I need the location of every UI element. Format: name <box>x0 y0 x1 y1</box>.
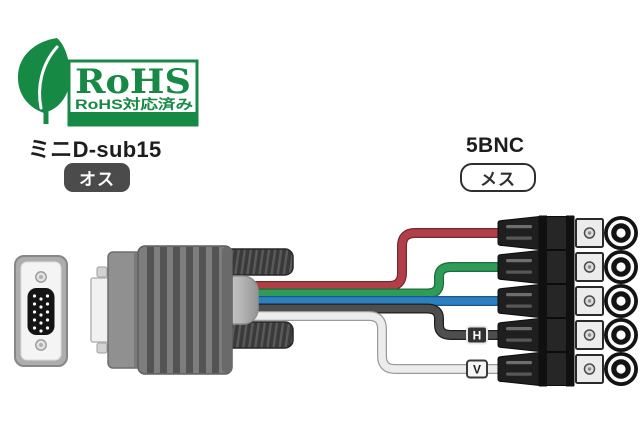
cable-splitter <box>212 248 294 349</box>
wire-red <box>252 229 506 290</box>
vga-plug-side <box>90 245 233 375</box>
dsub-shell <box>90 277 111 343</box>
bnc-connector-h <box>496 315 640 355</box>
rohs-bottom-bar <box>70 112 196 124</box>
rohs-subtitle: RoHS対応済み <box>75 96 194 112</box>
leaf-stem <box>43 106 49 124</box>
rohs-title: RoHS <box>75 62 191 102</box>
right-gender-badge: メス <box>460 163 536 192</box>
tag-v: V <box>466 359 488 379</box>
leaf-body <box>17 38 71 113</box>
bnc-connector-v <box>496 349 640 389</box>
vga-face-view <box>14 255 68 367</box>
wire-green <box>252 263 506 298</box>
tag-v-label: V <box>473 363 481 377</box>
hood-ribs <box>147 247 219 373</box>
tag-h: H <box>466 325 488 345</box>
bnc-connector-green <box>496 247 640 287</box>
leaf-icon <box>17 38 71 124</box>
rohs-logo: RoHS RoHS対応済み <box>17 38 199 127</box>
left-gender-badge: オス <box>64 163 130 192</box>
dsub-pins <box>32 294 50 333</box>
tag-h-label: H <box>473 329 482 343</box>
wire-sync-v <box>252 312 506 373</box>
bnc-connector-blue <box>496 281 640 321</box>
wire-sync-h <box>252 304 506 339</box>
left-connector-label: ミニD-sub15 <box>28 137 162 162</box>
thumbscrew-top <box>96 266 108 278</box>
leaf-vein <box>38 45 59 110</box>
wires <box>252 228 506 374</box>
dsub-socket <box>27 288 55 335</box>
thumbscrew-bottom <box>96 342 108 354</box>
right-connector-label: 5BNC <box>466 134 525 157</box>
rohs-box: RoHS RoHS対応済み <box>67 59 199 127</box>
bnc-connector-red <box>496 213 640 253</box>
